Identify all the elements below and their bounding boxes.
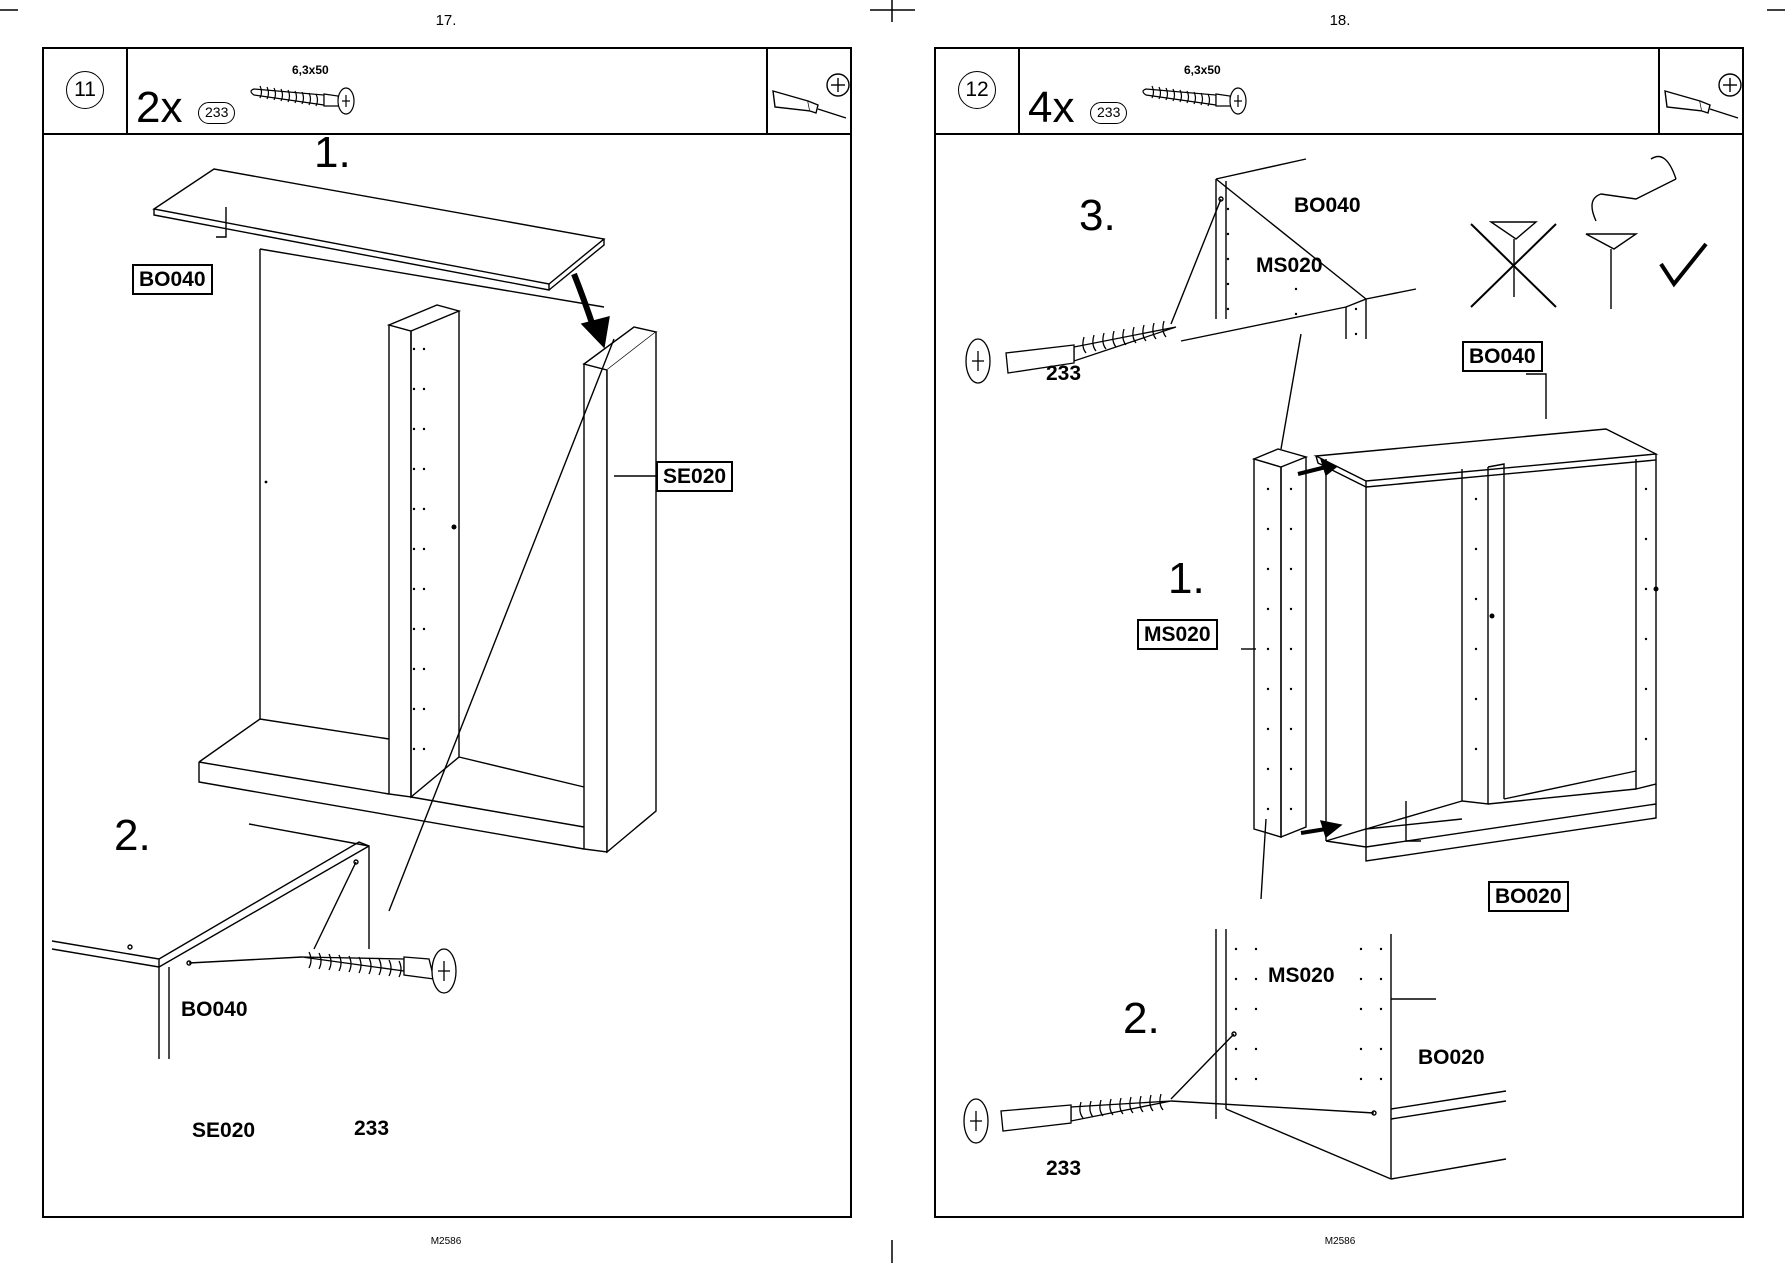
parts-cell: 2x 233 6,3x50 — [128, 49, 766, 135]
screw-icon — [1142, 85, 1247, 115]
step-cell: 12 — [936, 49, 1020, 135]
screw-spec: 6,3x50 — [1184, 63, 1221, 77]
tool-cell — [1658, 49, 1742, 135]
step-number: 12 — [958, 71, 996, 109]
detail-label-se020: SE020 — [192, 1119, 256, 1142]
detail-label-bo020: BO020 — [1418, 1046, 1485, 1069]
detail-label-ms020-top: MS020 — [1256, 254, 1323, 277]
divider-assembly-drawing — [963, 155, 1708, 1180]
page-footer-code: M2586 — [1324, 1236, 1356, 1247]
part-label-bo020: BO020 — [1488, 881, 1569, 913]
screwdriver-icon — [772, 73, 850, 119]
page-footer-code: M2586 — [430, 1236, 462, 1247]
part-badge: 233 — [1090, 102, 1128, 124]
step-number: 11 — [66, 71, 104, 109]
detail-label-bo040: BO040 — [181, 998, 248, 1021]
substep-1: 1. — [314, 128, 351, 177]
detail-label-bo040: BO040 — [1294, 194, 1361, 217]
substep-2: 2. — [114, 811, 151, 860]
page-number: 17. — [435, 12, 457, 29]
part-label-ms020: MS020 — [1137, 619, 1218, 651]
screw-spec: 6,3x50 — [292, 63, 329, 77]
quantity: 2x — [136, 83, 183, 132]
substep-1: 1. — [1168, 554, 1205, 603]
part-label-bo040: BO040 — [132, 264, 213, 296]
screwdriver-icon — [1664, 73, 1742, 119]
detail-label-ms020-bottom: MS020 — [1268, 964, 1335, 987]
tool-cell — [766, 49, 850, 135]
instruction-panel-left: 11 2x 233 6,3x50 — [42, 47, 852, 1218]
parts-cell: 4x 233 6,3x50 — [1020, 49, 1658, 135]
part-label-se020: SE020 — [656, 461, 734, 493]
screw-label-233-top: 233 — [1046, 362, 1082, 385]
substep-2: 2. — [1123, 994, 1160, 1043]
screw-label-233-bottom: 233 — [1046, 1157, 1082, 1180]
step-cell: 11 — [44, 49, 128, 135]
screw-icon — [250, 85, 355, 115]
part-label-bo040: BO040 — [1462, 341, 1543, 373]
screw-label-233: 233 — [354, 1117, 390, 1140]
part-badge: 233 — [198, 102, 236, 124]
cabinet-assembly-drawing — [51, 168, 658, 1059]
page-number: 18. — [1329, 12, 1351, 29]
quantity: 4x — [1028, 83, 1075, 132]
substep-3: 3. — [1079, 191, 1116, 240]
instruction-panel-right: 12 4x 233 6,3x50 — [934, 47, 1744, 1218]
